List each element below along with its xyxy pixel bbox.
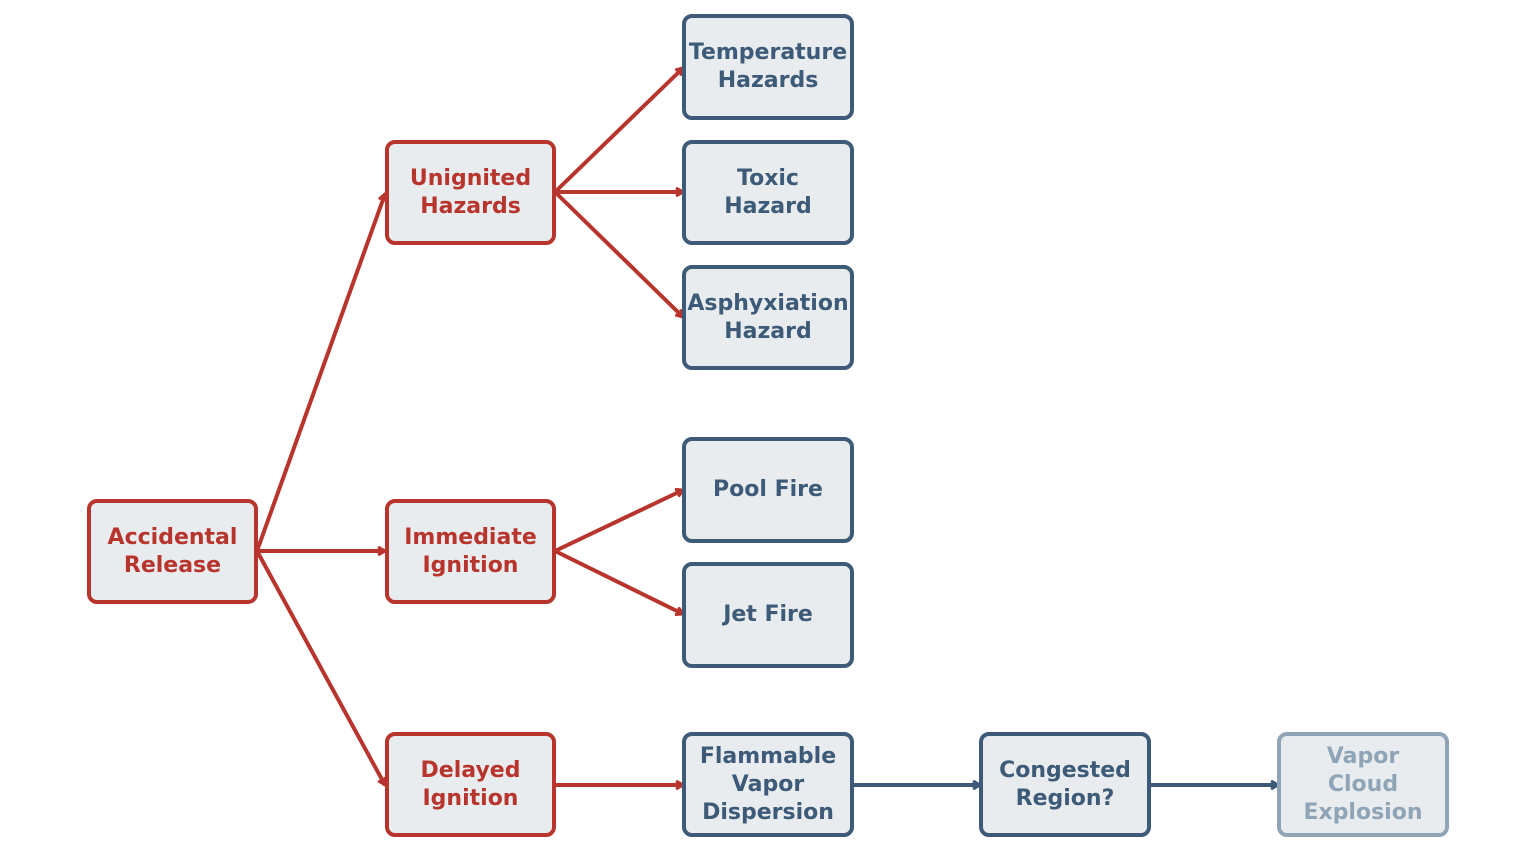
node-jet-fire-label: Jet Fire [723,602,813,627]
node-flammable-vapor-dispersion-label: Flammable Vapor Dispersion [699,743,837,825]
node-asphyxiation-hazard: Asphyxiation Hazard [682,265,854,370]
node-congested-region-label: Congested Region? [999,757,1131,811]
node-pool-fire-label: Pool Fire [713,477,823,502]
node-delayed-ignition: Delayed Ignition [385,732,556,837]
node-vapor-cloud-explosion: Vapor Cloud Explosion [1277,732,1449,837]
node-temperature-hazards-label: Temperature Hazards [688,40,848,93]
node-accidental-release-label: Accidental Release [107,524,238,578]
node-jet-fire: Jet Fire [682,562,854,668]
node-unignited-hazards-label: Unignited Hazards [409,165,532,219]
node-toxic-hazard: Toxic Hazard [682,140,854,245]
arrow-unignited-to-temperature [553,68,683,194]
node-pool-fire: Pool Fire [682,437,854,543]
arrow-release-to-unignited [255,194,385,552]
arrow-immediate-to-pool-fire [554,490,683,553]
node-congested-region: Congested Region? [979,732,1151,837]
node-vapor-cloud-explosion-label: Vapor Cloud Explosion [1303,743,1423,825]
node-immediate-ignition: Immediate Ignition [385,499,556,604]
node-delayed-ignition-label: Delayed Ignition [420,757,521,811]
node-temperature-hazards: Temperature Hazards [682,14,854,120]
node-unignited-hazards: Unignited Hazards [385,140,556,245]
node-accidental-release: Accidental Release [87,499,258,604]
node-immediate-ignition-label: Immediate Ignition [404,524,537,578]
node-toxic-hazard-label: Toxic Hazard [724,165,812,219]
arrow-immediate-to-jet-fire [554,549,683,614]
arrow-release-to-delayed [255,550,387,785]
arrow-unignited-to-asphyxiation [553,190,683,317]
node-asphyxiation-hazard-label: Asphyxiation Hazard [687,290,849,344]
node-flammable-vapor-dispersion: Flammable Vapor Dispersion [682,732,854,837]
